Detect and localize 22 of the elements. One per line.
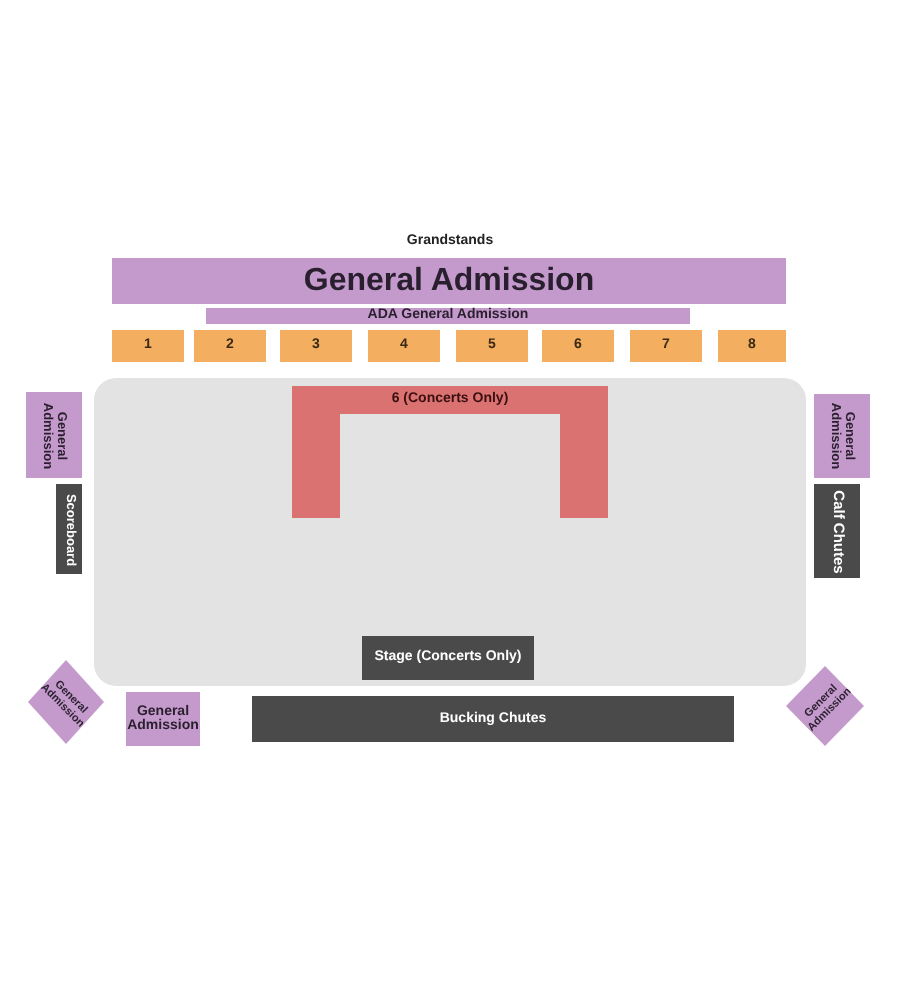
seating-section (194, 330, 266, 362)
seating-section (368, 330, 440, 362)
floor-section (292, 386, 608, 518)
facility-block (252, 696, 734, 742)
seating-area (126, 692, 200, 746)
seating-area (206, 308, 690, 324)
seating-area (786, 666, 864, 746)
facility-block (814, 484, 860, 578)
facility-block (56, 484, 82, 574)
seating-area (26, 392, 82, 478)
seating-area (814, 394, 870, 478)
seating-section (112, 330, 184, 362)
seating-section (456, 330, 528, 362)
seating-section (280, 330, 352, 362)
seating-area (28, 660, 104, 744)
seating-section (718, 330, 786, 362)
facility-block (362, 636, 534, 680)
arena-floor (94, 378, 806, 686)
seating-section (630, 330, 702, 362)
seating-section (542, 330, 614, 362)
section-label: General Admission (303, 263, 595, 299)
seating-area (112, 258, 786, 304)
